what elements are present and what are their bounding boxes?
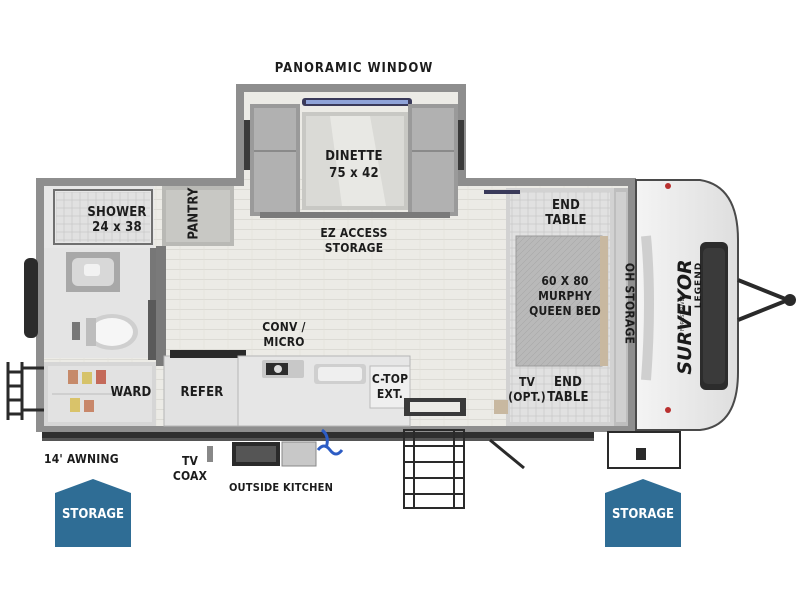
tv-coax-label: TV COAX	[168, 454, 212, 484]
storage-badge-shape	[605, 479, 681, 547]
end-table-bottom-label: END TABLE	[538, 375, 598, 405]
tv-opt-line-2: (OPT.)	[508, 390, 546, 404]
tv-coax-line-2: COAX	[172, 469, 208, 483]
tv-opt-label: TV (OPT.)	[506, 375, 548, 405]
c-top-ext-line-2: EXT.	[376, 387, 404, 401]
bathroom	[24, 186, 158, 360]
entry-steps	[403, 398, 525, 509]
dinette-label: DINETTE 75 x 42	[314, 148, 394, 182]
tv-opt-line-1: TV	[518, 375, 536, 389]
dinette-label-size: 75 x 42	[329, 166, 379, 181]
conv-micro-line-1: CONV /	[262, 320, 306, 334]
brand-decal: FOREST RIVER SURVEYOR LEGEND	[668, 236, 704, 396]
storage-badge-rear: STORAGE	[55, 479, 131, 547]
dinette-label-name: DINETTE	[325, 149, 383, 164]
ez-access-storage-label: EZ ACCESS STORAGE	[304, 226, 404, 256]
conv-micro-label: CONV / MICRO	[254, 320, 314, 350]
oh-storage-label: OH STORAGE	[622, 262, 637, 345]
c-top-ext-line-1: C-TOP	[371, 372, 409, 386]
front-cap	[607, 179, 796, 469]
ward-label: WARD	[110, 385, 152, 400]
murphy-bed-size: 60 X 80	[541, 274, 589, 288]
ez-access-line-1: EZ ACCESS	[320, 226, 388, 240]
outside-kitchen	[232, 428, 344, 467]
brand-model: SURVEYOR	[674, 259, 696, 375]
storage-badge-rear-text: STORAGE	[62, 507, 124, 522]
refer-label: REFER	[180, 385, 224, 400]
tv-coax-line-1: TV	[181, 454, 199, 468]
ez-access-line-2: STORAGE	[324, 241, 384, 255]
outside-kitchen-label: OUTSIDE KITCHEN	[228, 481, 334, 494]
storage-badge-front: STORAGE	[605, 479, 681, 547]
murphy-bed-line-2: MURPHY	[538, 289, 592, 303]
refrigerator	[163, 350, 246, 427]
storage-badge-shape	[55, 479, 131, 547]
rear-ladder	[6, 362, 44, 420]
murphy-bed-label: 60 X 80 MURPHY QUEEN BED	[520, 274, 610, 319]
end-table-top-line-1: END	[551, 198, 581, 213]
brand-edition: LEGEND	[694, 261, 704, 309]
panoramic-window-label: PANORAMIC WINDOW	[274, 61, 434, 76]
pantry-label: PANTRY	[186, 187, 202, 240]
end-table-top-label: END TABLE	[536, 198, 596, 228]
shower-label: SHOWER 24 x 38	[84, 205, 150, 235]
storage-badge-front-text: STORAGE	[612, 507, 674, 522]
kitchen-counter	[237, 355, 411, 427]
conv-micro-line-2: MICRO	[263, 335, 305, 349]
c-top-ext-label: C-TOP EXT.	[368, 372, 412, 402]
murphy-bed-line-3: QUEEN BED	[529, 304, 601, 318]
awning-bar	[42, 432, 594, 441]
end-table-top-line-2: TABLE	[545, 213, 587, 228]
shower-label-name: SHOWER	[87, 205, 147, 220]
murphy-bed	[484, 188, 628, 426]
shower-label-size: 24 x 38	[92, 220, 142, 235]
tv-coax-port	[207, 446, 213, 462]
wardrobe	[44, 362, 156, 426]
end-table-bottom-line-1: END	[553, 375, 583, 390]
pantry-cabinet	[156, 186, 234, 366]
awning-label: 14' AWNING	[44, 452, 119, 466]
end-table-bottom-line-2: TABLE	[547, 390, 589, 405]
dinette-furniture	[244, 104, 464, 218]
